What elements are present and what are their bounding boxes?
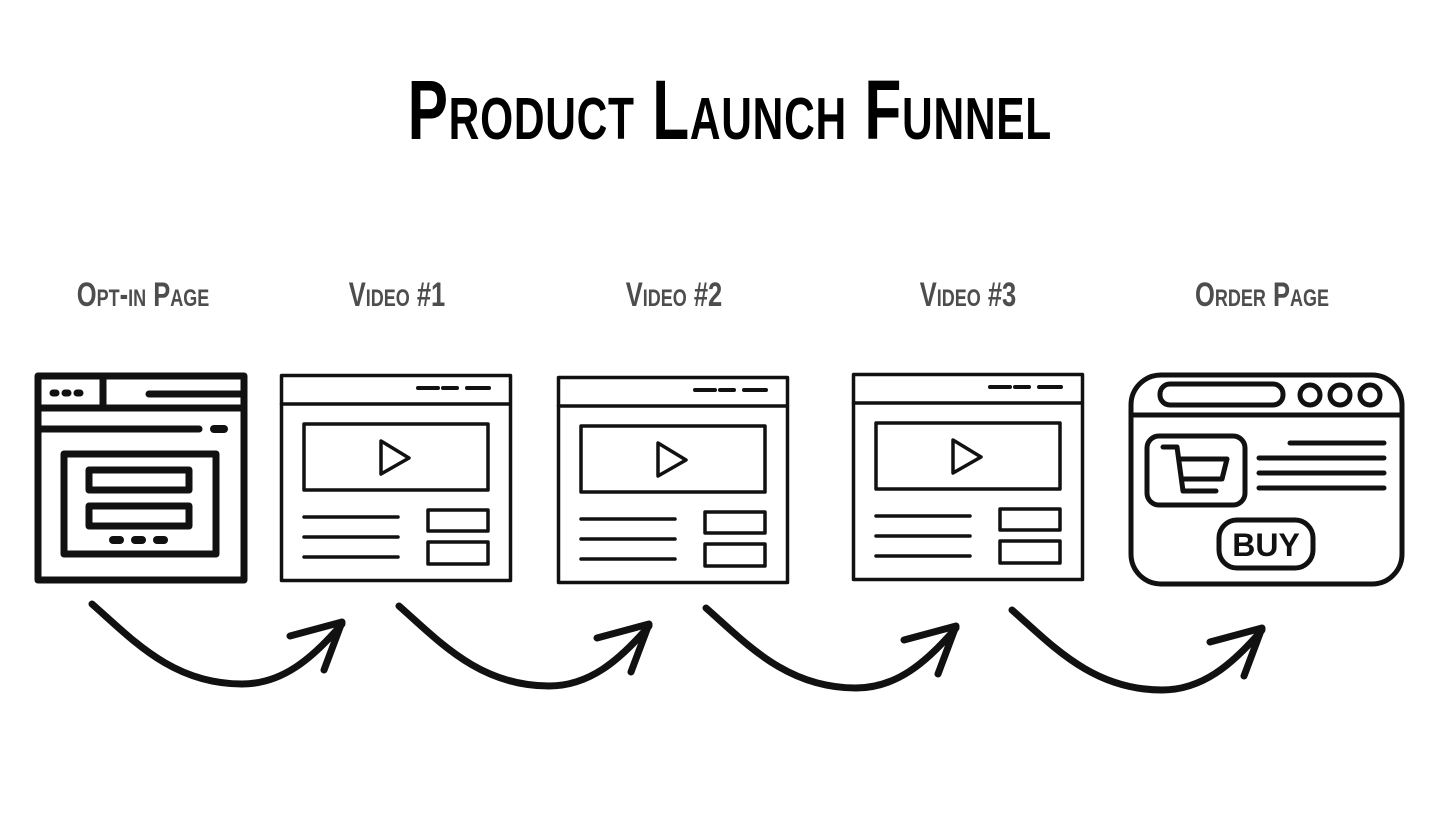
arrow-3 xyxy=(706,608,956,688)
title-text: Product Launch Funnel xyxy=(407,63,1052,157)
video-page-icon-1 xyxy=(279,373,513,583)
stage-label-video-3: Video #3 xyxy=(919,276,1017,314)
buy-button-text: BUY xyxy=(1232,527,1300,563)
stage-label-order: Order Page xyxy=(1195,276,1329,314)
video-page-icon-2 xyxy=(556,375,790,585)
arrow-2 xyxy=(399,606,649,686)
opt-in-page-icon xyxy=(34,372,248,584)
arrow-4 xyxy=(1012,610,1262,690)
stage-label-video-1: Video #1 xyxy=(348,276,446,314)
cart-icon xyxy=(1160,444,1230,494)
buy-button xyxy=(1216,517,1316,571)
video-page-icon-3 xyxy=(851,372,1085,582)
order-page-icon: BUY xyxy=(1128,372,1405,587)
stage-label-video-2: Video #2 xyxy=(625,276,723,314)
stage-label-opt-in: Opt-in Page xyxy=(76,276,210,314)
page-title: Product Launch Funnel xyxy=(211,62,1248,159)
arrow-1 xyxy=(92,604,342,684)
